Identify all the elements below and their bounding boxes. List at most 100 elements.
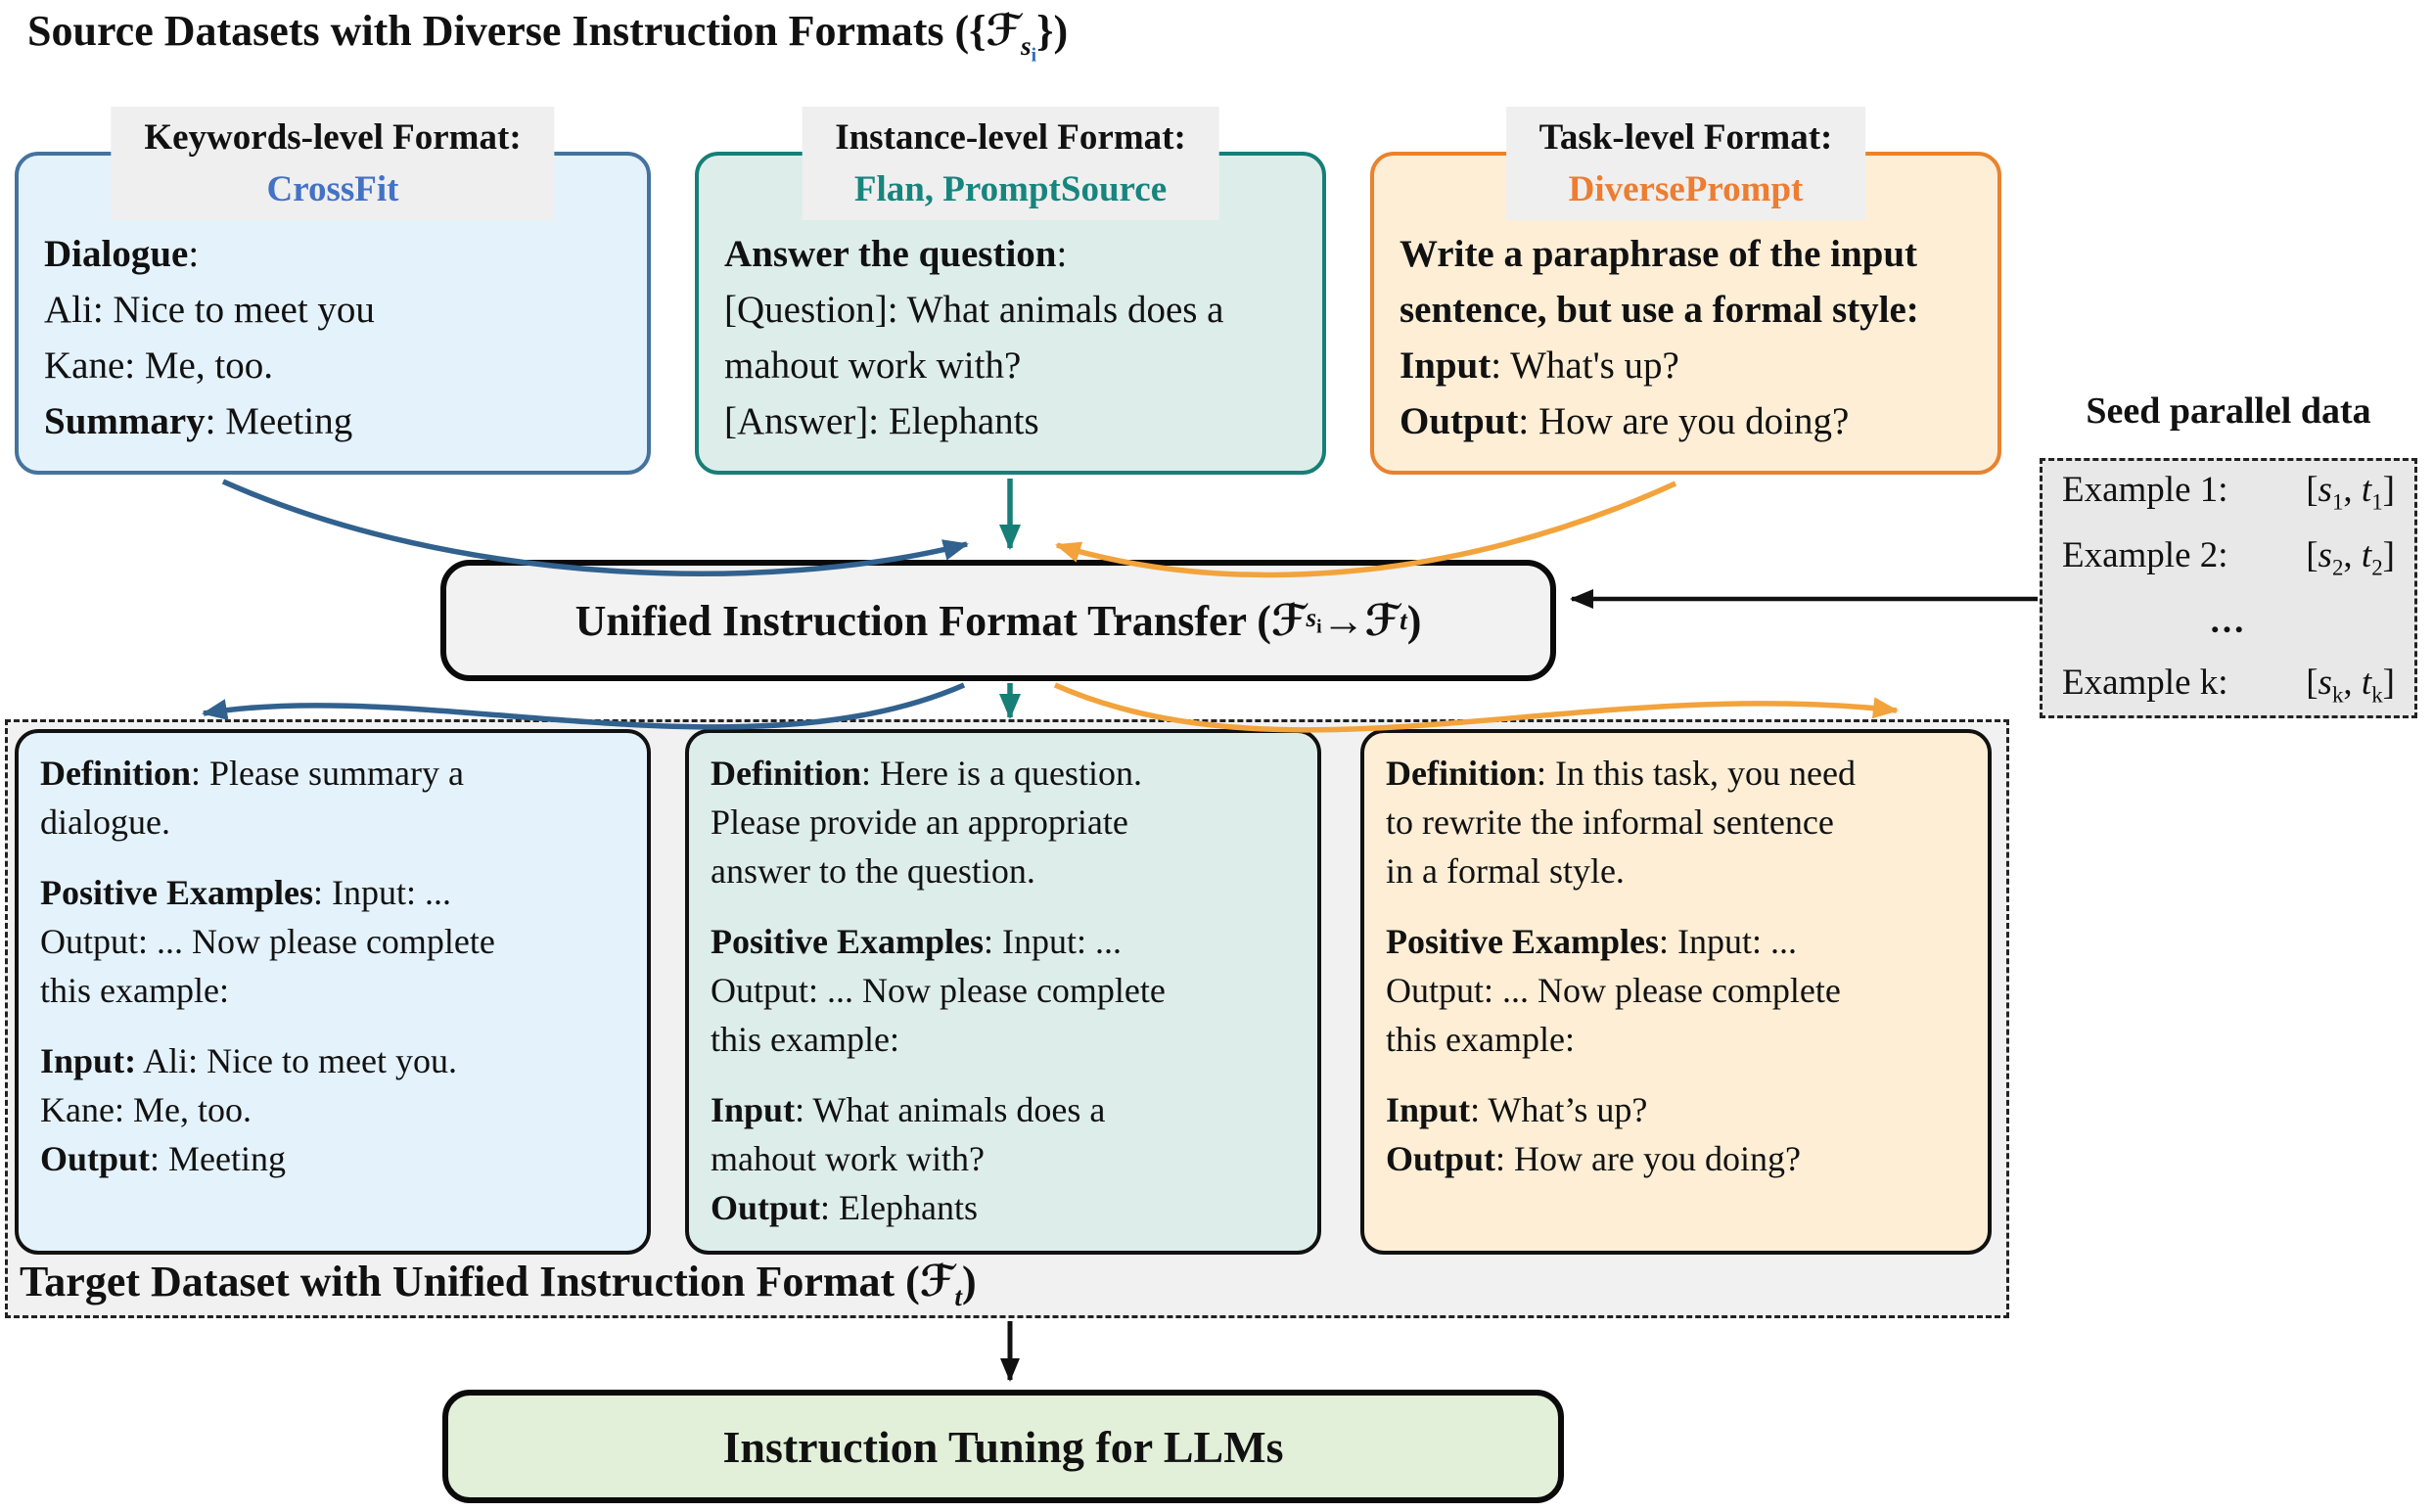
paragraph: Definition: In this task, you need to rew… [1386,749,1966,895]
text-line: this example: [711,1020,899,1059]
dataset-name-crossfit: CrossFit [266,169,399,209]
seed-parallel-data-box: Example 1: [s1, t1] Example 2: [s2, t2] … [2040,458,2417,718]
script-f-symbol: ℱ [1270,595,1307,646]
text-line: to rewrite the informal sentence [1386,802,1834,842]
source-box-instance: Instance-level Format: Flan, PromptSourc… [695,107,1326,475]
seed-example-pair: [s1, t1] [2306,470,2395,515]
target-sub-t: t [954,1281,962,1311]
paragraph: Input: What’s up? Output: How are you doi… [1386,1085,1966,1183]
target-box-instance: Definition: Here is a question. Please pr… [685,729,1321,1255]
text-line: Kane: Me, too. [40,1090,252,1129]
target-paren-close: ) [961,1258,977,1306]
unified-paren-close: ) [1406,596,1422,645]
format-header-label: Keywords-level Format: [144,117,522,158]
script-f-symbol: ℱ [919,1257,955,1306]
text-line: Input: What’s up? [1386,1090,1648,1129]
source-box-keywords: Keywords-level Format: CrossFit Dialogue… [15,107,651,475]
format-header-instance: Instance-level Format: Flan, PromptSourc… [802,107,1219,220]
text-line: Input: What's up? [1400,344,1679,387]
text-line: dialogue. [40,802,170,842]
text-line: Positive Examples: Input: ... [1386,922,1797,961]
script-f-symbol: ℱ [1364,595,1400,646]
format-header-keywords: Keywords-level Format: CrossFit [111,107,555,220]
title-sub-s: s [1021,30,1032,61]
text-line: Output: ... Now please complete [1386,971,1841,1010]
text-line: Positive Examples: Input: ... [711,922,1122,961]
target-box-task: Definition: In this task, you need to rew… [1360,729,1992,1255]
seed-example-row: Example 1: [s1, t1] [2062,469,2395,515]
text-line: Output: ... Now please complete [711,971,1166,1010]
seed-parallel-data-title: Seed parallel data [2086,390,2371,432]
text-line: Output: Meeting [40,1139,287,1178]
text-line: Output: How are you doing? [1386,1139,1801,1178]
format-header-task: Task-level Format: DiversePrompt [1505,107,1866,220]
paragraph: Definition: Here is a question. Please pr… [711,749,1296,895]
text-line: Write a paraphrase of the input [1400,233,1918,275]
text-line: Definition: In this task, you need [1386,754,1856,793]
seed-example-label: Example k: [2062,662,2228,703]
seed-example-label: Example 1: [2062,470,2228,510]
seed-example-row: Example 2: [s2, t2] [2062,534,2395,580]
title-sub-i: i [1031,44,1037,67]
text-line: Input: Ali: Nice to meet you. [40,1041,457,1080]
text-line: Dialogue: [44,233,200,275]
title-brace-open: { [969,7,987,55]
text-line: this example: [1386,1020,1575,1059]
seed-example-pair: [s2, t2] [2306,535,2395,580]
text-line: Input: What animals does a [711,1090,1106,1129]
target-dataset-label: Target Dataset with Unified Instruction … [20,1257,977,1312]
target-box-instance-text: Definition: Here is a question. Please pr… [689,733,1317,1248]
instruction-tuning-label: Instruction Tuning for LLMs [722,1421,1284,1472]
source-box-task: Task-level Format: DiversePrompt Write a… [1370,107,2001,475]
paragraph: Input: What animals does a mahout work wi… [711,1085,1296,1232]
unified-sub-i: i [1316,616,1322,638]
script-f-symbol: ℱ [986,6,1022,56]
seed-example-pair: [sk, tk] [2306,662,2395,707]
text-line: Definition: Please summary a [40,754,464,793]
instruction-tuning-box: Instruction Tuning for LLMs [442,1390,1564,1503]
text-line: Output: Elephants [711,1188,979,1227]
text-line: in a formal style. [1386,851,1625,891]
target-label-text: Target Dataset with Unified Instruction … [20,1258,920,1306]
unified-arrow-symbol: → [1321,596,1365,645]
dataset-name-flan-promptsource: Flan, PromptSource [853,169,1168,209]
paragraph: Input: Ali: Nice to meet you. Kane: Me, t… [40,1036,625,1183]
text-line: Positive Examples: Input: ... [40,873,451,912]
target-box-task-text: Definition: In this task, you need to rew… [1364,733,1988,1199]
page-title: Source Datasets with Diverse Instruction… [27,6,1068,67]
title-text: Source Datasets with Diverse Instruction… [27,7,970,55]
text-line: mahout work with? [724,344,1022,387]
text-line: [Answer]: Elephants [724,400,1039,442]
text-line: Definition: Here is a question. [711,754,1142,793]
format-header-label: Instance-level Format: [835,117,1186,158]
text-line: Output: How are you doing? [1400,400,1850,442]
title-brace-close: } [1036,7,1054,55]
title-paren-close: ) [1053,7,1069,55]
source-box-task-text: Write a paraphrase of the input sentence,… [1400,226,1986,449]
unified-label: Unified Instruction Format Transfer ( [574,596,1271,645]
dataset-name-diverseprompt: DiversePrompt [1568,169,1804,209]
paragraph: Positive Examples: Input: ... Output: ...… [40,868,625,1015]
text-line: Answer the question: [724,233,1068,275]
text-line: [Question]: What animals does a [724,289,1224,331]
text-line: Output: ... Now please complete [40,922,495,961]
paragraph: Definition: Please summary a dialogue. [40,749,625,847]
seed-ellipsis-row: ... [2062,600,2395,642]
target-box-keywords: Definition: Please summary a dialogue. Pos… [15,729,651,1255]
text-line: Ali: Nice to meet you [44,289,375,331]
text-line: mahout work with? [711,1139,985,1178]
source-box-instance-text: Answer the question: [Question]: What ani… [724,226,1310,449]
unified-sub-t: t [1400,605,1407,635]
text-line: Summary: Meeting [44,400,353,442]
paragraph: Positive Examples: Input: ... Output: ...… [1386,917,1966,1064]
format-header-label: Task-level Format: [1538,117,1833,158]
target-box-keywords-text: Definition: Please summary a dialogue. Pos… [19,733,647,1199]
paragraph: Positive Examples: Input: ... Output: ...… [711,917,1296,1064]
text-line: sentence, but use a formal style: [1400,289,1919,331]
text-line: Please provide an appropriate [711,802,1128,842]
seed-example-row: Example k: [sk, tk] [2062,662,2395,708]
seed-example-label: Example 2: [2062,535,2228,575]
